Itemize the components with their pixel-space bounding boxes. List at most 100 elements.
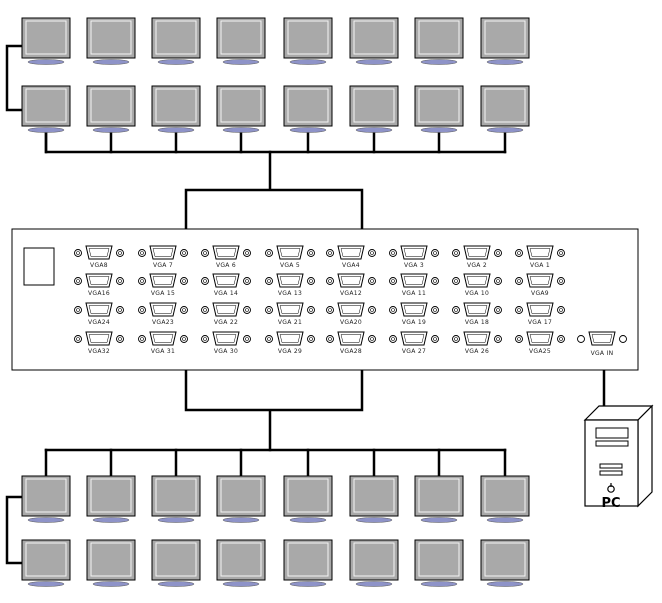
- monitor-stand: [222, 127, 260, 133]
- vga-port: VGA 27: [389, 331, 439, 355]
- monitor: [283, 539, 333, 587]
- monitor-stand: [289, 127, 327, 133]
- monitor-screen: [349, 17, 399, 59]
- screw-icon: [515, 277, 523, 285]
- db15-connector-icon: [400, 331, 428, 346]
- monitor-stand: [420, 517, 458, 523]
- vga-port-label: VGA8: [90, 262, 108, 269]
- vga-port: VGA 6: [201, 245, 251, 269]
- monitor-stand: [157, 127, 195, 133]
- vga-port: VGA 19: [389, 302, 439, 326]
- monitor-screen: [480, 85, 530, 127]
- screw-icon: [116, 277, 124, 285]
- vga-port-label: VGA 11: [402, 290, 426, 297]
- vga-port: VGA12: [326, 273, 376, 297]
- monitor-stand: [289, 581, 327, 587]
- db15-connector-icon: [212, 302, 240, 317]
- screw-icon: [138, 335, 146, 343]
- vga-port: VGA 3: [389, 245, 439, 269]
- screw-icon: [180, 249, 188, 257]
- screw-icon: [201, 335, 209, 343]
- vga-port: VGA 22: [201, 302, 251, 326]
- vga-port-label: VGA4: [342, 262, 360, 269]
- vga-port: VGA 11: [389, 273, 439, 297]
- vga-port: VGA24: [74, 302, 124, 326]
- db15-connector-icon: [337, 273, 365, 288]
- monitor-stand: [222, 517, 260, 523]
- db15-connector-icon: [463, 245, 491, 260]
- db15-connector-icon: [212, 273, 240, 288]
- screw-icon: [515, 249, 523, 257]
- monitor: [21, 475, 71, 523]
- monitor-screen: [283, 475, 333, 517]
- monitor-stand: [355, 581, 393, 587]
- monitor-stand: [289, 59, 327, 65]
- monitor-stand: [486, 127, 524, 133]
- db15-connector-icon: [276, 273, 304, 288]
- screw-icon: [368, 277, 376, 285]
- screw-icon: [180, 335, 188, 343]
- db15-connector-icon: [337, 331, 365, 346]
- screw-icon: [74, 249, 82, 257]
- screw-icon: [389, 277, 397, 285]
- vga-port-label: VGA 29: [278, 348, 302, 355]
- vga-port: VGA32: [74, 331, 124, 355]
- vga-port-label: VGA28: [340, 348, 362, 355]
- monitor-screen: [216, 539, 266, 581]
- monitor: [216, 475, 266, 523]
- vga-in-port: [577, 331, 627, 346]
- screw-icon: [265, 306, 273, 314]
- screw-icon: [452, 249, 460, 257]
- monitor-stand: [486, 581, 524, 587]
- monitor: [480, 539, 530, 587]
- screw-icon: [326, 306, 334, 314]
- floppy-bay: [599, 463, 623, 469]
- screw-icon: [180, 277, 188, 285]
- monitor: [349, 85, 399, 133]
- screw-icon: [243, 306, 251, 314]
- monitor-stand: [420, 581, 458, 587]
- screw-icon: [431, 306, 439, 314]
- vga-port-label: VGA 19: [402, 319, 426, 326]
- monitor: [86, 539, 136, 587]
- db15-connector-icon: [526, 245, 554, 260]
- vga-port: VGA 14: [201, 273, 251, 297]
- monitor: [283, 17, 333, 65]
- monitor-stand: [289, 517, 327, 523]
- screw-icon: [515, 306, 523, 314]
- vga-port: VGA8: [74, 245, 124, 269]
- screw-icon: [307, 249, 315, 257]
- monitor-screen: [414, 539, 464, 581]
- screw-icon: [431, 335, 439, 343]
- monitor-stand: [222, 581, 260, 587]
- monitor: [21, 539, 71, 587]
- monitor-stand: [157, 581, 195, 587]
- screw-icon: [557, 249, 565, 257]
- vga-port: VGA 10: [452, 273, 502, 297]
- screw-icon: [619, 335, 627, 343]
- vga-port: VGA 7: [138, 245, 188, 269]
- screw-icon: [494, 306, 502, 314]
- vga-port-label: VGA32: [88, 348, 110, 355]
- screw-icon: [494, 335, 502, 343]
- monitor-stand: [355, 59, 393, 65]
- screw-icon: [307, 335, 315, 343]
- vga-port-label: VGA 14: [214, 290, 238, 297]
- screw-icon: [307, 277, 315, 285]
- db15-connector-icon: [400, 273, 428, 288]
- monitor-stand: [222, 59, 260, 65]
- screw-icon: [389, 249, 397, 257]
- vga-port: VGA 18: [452, 302, 502, 326]
- pc-label: PC: [601, 496, 620, 511]
- drive-bay: [595, 427, 629, 439]
- vga-port: VGA 26: [452, 331, 502, 355]
- screw-icon: [243, 249, 251, 257]
- screw-icon: [557, 306, 565, 314]
- monitor-screen: [283, 85, 333, 127]
- monitor: [86, 475, 136, 523]
- screw-icon: [389, 335, 397, 343]
- monitor-screen: [349, 539, 399, 581]
- db15-connector-icon: [526, 331, 554, 346]
- db15-connector-icon: [149, 245, 177, 260]
